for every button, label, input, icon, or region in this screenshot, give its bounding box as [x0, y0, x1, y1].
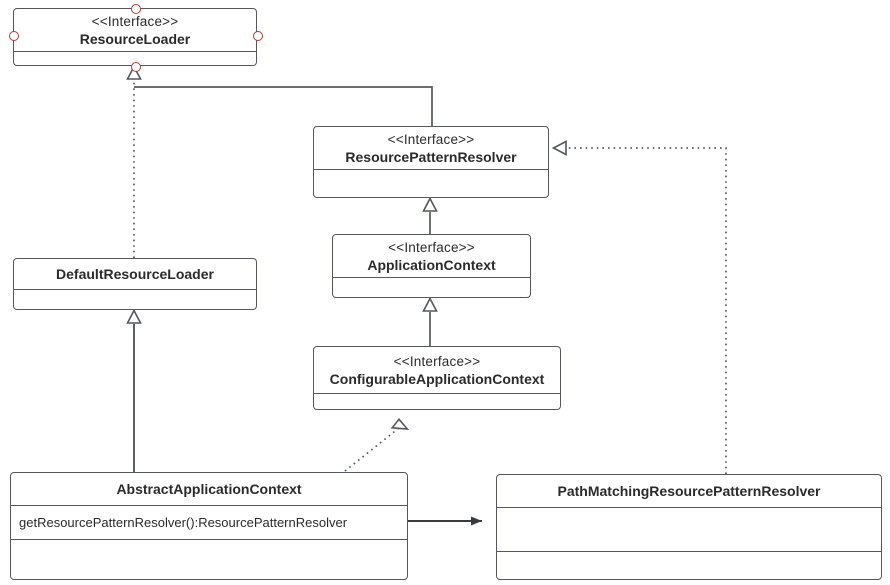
class-box-resource-pattern-resolver[interactable]: <<Interface>> ResourcePatternResolver	[313, 126, 549, 198]
class-name: ResourceLoader	[79, 30, 191, 47]
class-title-compartment: DefaultResourceLoader	[14, 259, 256, 289]
selection-handle-bottom[interactable]	[131, 62, 141, 72]
class-members-compartment	[14, 51, 256, 65]
edge-configurable-application-context-extends-application-context	[422, 296, 438, 346]
selection-handle-left[interactable]	[9, 31, 19, 41]
class-members-compartment	[314, 393, 560, 407]
edge-resource-pattern-resolver-extends-resource-loader	[134, 86, 433, 126]
class-stereotype: <<Interface>>	[387, 131, 475, 147]
class-methods-compartment: getResourcePatternResolver():ResourcePat…	[11, 505, 407, 539]
class-stereotype: <<Interface>>	[91, 13, 179, 29]
class-box-resource-loader[interactable]: <<Interface>> ResourceLoader	[13, 8, 257, 66]
class-box-default-resource-loader[interactable]: DefaultResourceLoader	[13, 258, 257, 310]
class-title-compartment: PathMatchingResourcePatternResolver	[497, 475, 881, 507]
edge-path-matching-implements-resource-pattern-resolver	[551, 140, 727, 474]
class-name: ConfigurableApplicationContext	[329, 370, 545, 387]
selection-handle-top[interactable]	[131, 4, 141, 14]
edge-abstract-application-context-extends-default-resource-loader	[126, 308, 142, 472]
class-extra-compartment	[497, 551, 881, 565]
class-box-path-matching-resource-pattern-resolver[interactable]: PathMatchingResourcePatternResolver	[496, 474, 882, 580]
class-stereotype: <<Interface>>	[388, 239, 475, 255]
class-title-compartment: <<Interface>> ResourcePatternResolver	[314, 127, 548, 169]
class-name: AbstractApplicationContext	[116, 481, 302, 497]
class-box-abstract-application-context[interactable]: AbstractApplicationContext getResourcePa…	[10, 472, 408, 580]
class-title-compartment: <<Interface>> ResourceLoader	[14, 9, 256, 51]
class-name: ApplicationContext	[367, 256, 496, 273]
edge-default-resource-loader-implements-resource-loader	[126, 64, 142, 258]
class-members-compartment	[14, 289, 256, 303]
edge-application-context-extends-resource-pattern-resolver	[422, 196, 438, 234]
class-box-application-context[interactable]: <<Interface>> ApplicationContext	[332, 234, 531, 298]
class-box-configurable-application-context[interactable]: <<Interface>> ConfigurableApplicationCon…	[313, 346, 561, 410]
class-title-compartment: AbstractApplicationContext	[11, 473, 407, 505]
class-stereotype: <<Interface>>	[393, 353, 481, 369]
class-title-compartment: <<Interface>> ApplicationContext	[333, 235, 530, 277]
class-name: ResourcePatternResolver	[345, 148, 517, 165]
class-members-compartment	[333, 277, 530, 291]
selection-handle-right[interactable]	[253, 31, 263, 41]
class-name: PathMatchingResourcePatternResolver	[557, 483, 821, 499]
class-method: getResourcePatternResolver():ResourcePat…	[19, 514, 348, 530]
class-extra-compartment	[11, 539, 407, 553]
class-members-compartment	[497, 507, 881, 551]
class-title-compartment: <<Interface>> ConfigurableApplicationCon…	[314, 347, 560, 393]
class-name: DefaultResourceLoader	[56, 266, 214, 282]
edge-abstract-application-context-implements-configurable-application-context	[344, 418, 410, 472]
class-members-compartment	[314, 169, 548, 183]
